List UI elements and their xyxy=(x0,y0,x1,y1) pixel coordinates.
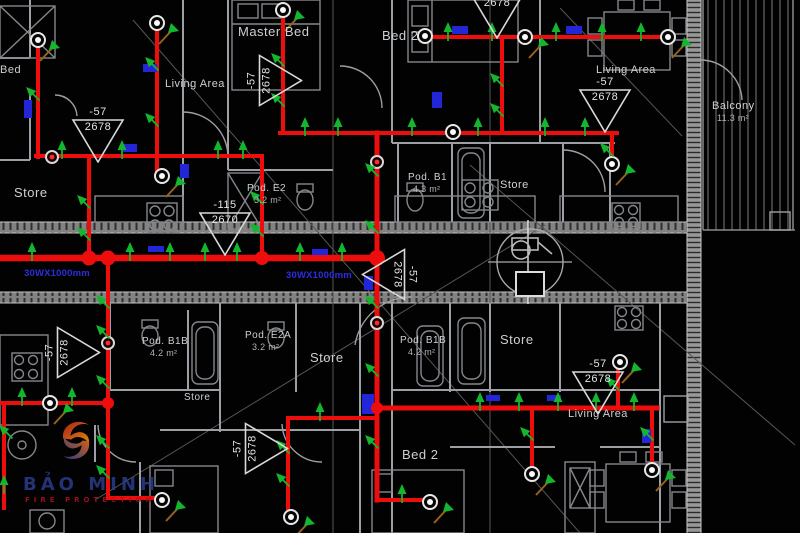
room-label-store-nw: Store xyxy=(14,185,48,200)
duct-dimension-left: 30WX1000mm xyxy=(24,268,90,279)
elevation-text: -57 xyxy=(596,76,614,88)
level-marker: -57 2678 xyxy=(44,325,101,381)
room-label-pod-e2: Pod. E2 xyxy=(247,183,287,194)
level-triangle-icon xyxy=(198,212,252,256)
watermark-name: BẢO MINH xyxy=(23,474,159,495)
room-label-pod-b1b-right: Pod. B1B xyxy=(400,335,447,346)
level-triangle-icon xyxy=(361,248,406,301)
area-label-pod-e2: 3.2 m² xyxy=(254,195,282,205)
level-value-text: 2678 xyxy=(584,373,612,385)
level-marker: -57 2678 xyxy=(577,76,633,133)
sprinkler-heads xyxy=(30,2,676,525)
room-label-bed: Bed xyxy=(0,64,22,76)
room-label-living-area-nw: Living Area xyxy=(165,78,225,90)
elevation-text: -57 xyxy=(406,265,419,284)
level-triangle-icon xyxy=(578,89,632,133)
watermark-tagline: FIRE PROTECTION xyxy=(25,496,156,504)
level-value-text: 2678 xyxy=(391,261,404,288)
area-label-pod-b1b-right: 4.2 m² xyxy=(408,347,436,357)
level-marker: -57 2678 xyxy=(570,358,626,415)
pipe-size-tags xyxy=(24,26,651,443)
level-marker: -57 2678 xyxy=(232,421,289,477)
level-triangle-icon xyxy=(571,371,625,415)
level-marker: -57 2678 xyxy=(70,106,126,163)
room-label-master-bed: Master Bed xyxy=(238,24,310,39)
room-label-pod-b1b-left: Pod. B1B xyxy=(142,336,189,347)
room-label-store-bottom-right: Store xyxy=(500,332,534,347)
room-label-store-mid-bottom: Store xyxy=(310,350,344,365)
level-value-text: 2678 xyxy=(483,0,511,9)
room-label-store-mid-right: Store xyxy=(500,179,529,191)
level-value-text: 2678 xyxy=(591,91,619,103)
wheelchair-symbol xyxy=(488,220,572,304)
room-label-pod-b1: Pod. B1 xyxy=(408,172,448,183)
level-triangle-icon xyxy=(473,0,521,39)
watermark: BẢO MINH FIRE PROTECTION xyxy=(19,410,329,510)
level-value-text: 2678 xyxy=(58,339,71,366)
room-label-living-area-ne: Living Area xyxy=(596,64,656,76)
level-value-text: 2670 xyxy=(211,214,239,226)
elevation-text: -57 xyxy=(89,106,107,118)
duct-dimension-center: 30WX1000mm xyxy=(286,270,352,281)
level-triangle-icon xyxy=(244,422,289,475)
room-label-store-small-left: Store xyxy=(184,392,211,403)
room-label-balcony: Balcony xyxy=(712,100,755,112)
elevation-text: -57 xyxy=(589,358,607,370)
area-label-balcony: 11.3 m² xyxy=(717,113,749,123)
area-label-pod-b1b-left: 4.2 m² xyxy=(150,348,178,358)
elevation-text: -115 xyxy=(213,199,237,211)
bao-minh-logo-icon xyxy=(62,421,90,459)
level-triangle-icon xyxy=(258,54,303,107)
elevation-text: -57 xyxy=(43,343,56,362)
level-value-text: 2678 xyxy=(260,67,273,94)
level-triangle-icon xyxy=(71,119,125,163)
area-label-pod-b1: 4.3 m² xyxy=(413,184,441,194)
level-marker: -115 2670 xyxy=(197,199,253,256)
reference-lines-layer xyxy=(94,0,796,533)
room-label-pod-e2a: Pod. E2A xyxy=(245,330,292,341)
room-label-bed2-bottom: Bed 2 xyxy=(402,447,439,462)
level-marker: -57 2678 xyxy=(469,0,525,39)
level-marker: -57 2678 xyxy=(361,247,419,303)
level-value-text: 2678 xyxy=(84,121,112,133)
area-label-pod-e2a: 3.2 m² xyxy=(252,342,280,352)
level-marker: -57 2678 xyxy=(246,53,303,109)
room-label-bed2-top: Bed 2 xyxy=(382,28,419,43)
level-triangle-icon xyxy=(56,326,101,379)
elevation-text: -57 xyxy=(245,71,258,90)
